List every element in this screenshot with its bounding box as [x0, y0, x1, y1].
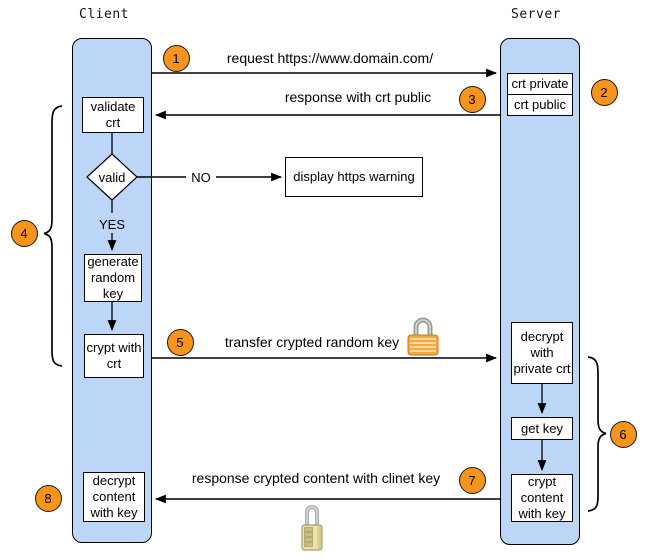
- step-4-badge: 4: [10, 219, 38, 247]
- crypt-content-with-key-box: crypt content with key: [511, 474, 573, 522]
- response-content-message: response crypted content with clinet key: [191, 470, 441, 486]
- no-branch-label: NO: [186, 170, 216, 185]
- step-1-badge: 1: [162, 44, 190, 72]
- step-5-badge: 5: [166, 328, 194, 356]
- gold-padlock-icon: [407, 317, 439, 356]
- display-https-warning-box: display https warning: [285, 157, 423, 197]
- client-lane-label: Client: [79, 7, 129, 22]
- server-lane-label: Server: [511, 7, 561, 22]
- crypt-with-crt-box: crypt with crt: [84, 334, 144, 378]
- get-key-box: get key: [511, 417, 573, 440]
- decrypt-with-private-crt-box: decrypt with private crt: [511, 322, 573, 384]
- step-2-badge: 2: [590, 78, 618, 106]
- generate-random-key-box: generate random key: [84, 254, 142, 302]
- crt-private-box: crt private: [507, 73, 573, 95]
- step-6-badge: 6: [609, 420, 637, 448]
- yes-branch-label: YES: [98, 217, 125, 232]
- transfer-key-message: transfer crypted random key: [224, 334, 400, 350]
- combination-padlock-icon: [301, 505, 323, 551]
- step-7-badge: 7: [458, 466, 486, 494]
- valid-condition-label: valid: [98, 170, 126, 185]
- request-message: request https://www.domain.com/: [226, 50, 434, 66]
- crt-public-box: crt public: [507, 94, 573, 116]
- brace-step-6: [587, 356, 607, 512]
- response-crt-message: response with crt public: [284, 89, 432, 105]
- step-8-badge: 8: [34, 484, 62, 512]
- brace-step-4: [43, 105, 63, 367]
- validate-crt-box: validate crt: [82, 97, 144, 133]
- decrypt-content-with-key-box: decrypt content with key: [83, 472, 145, 522]
- step-3-badge: 3: [458, 85, 486, 113]
